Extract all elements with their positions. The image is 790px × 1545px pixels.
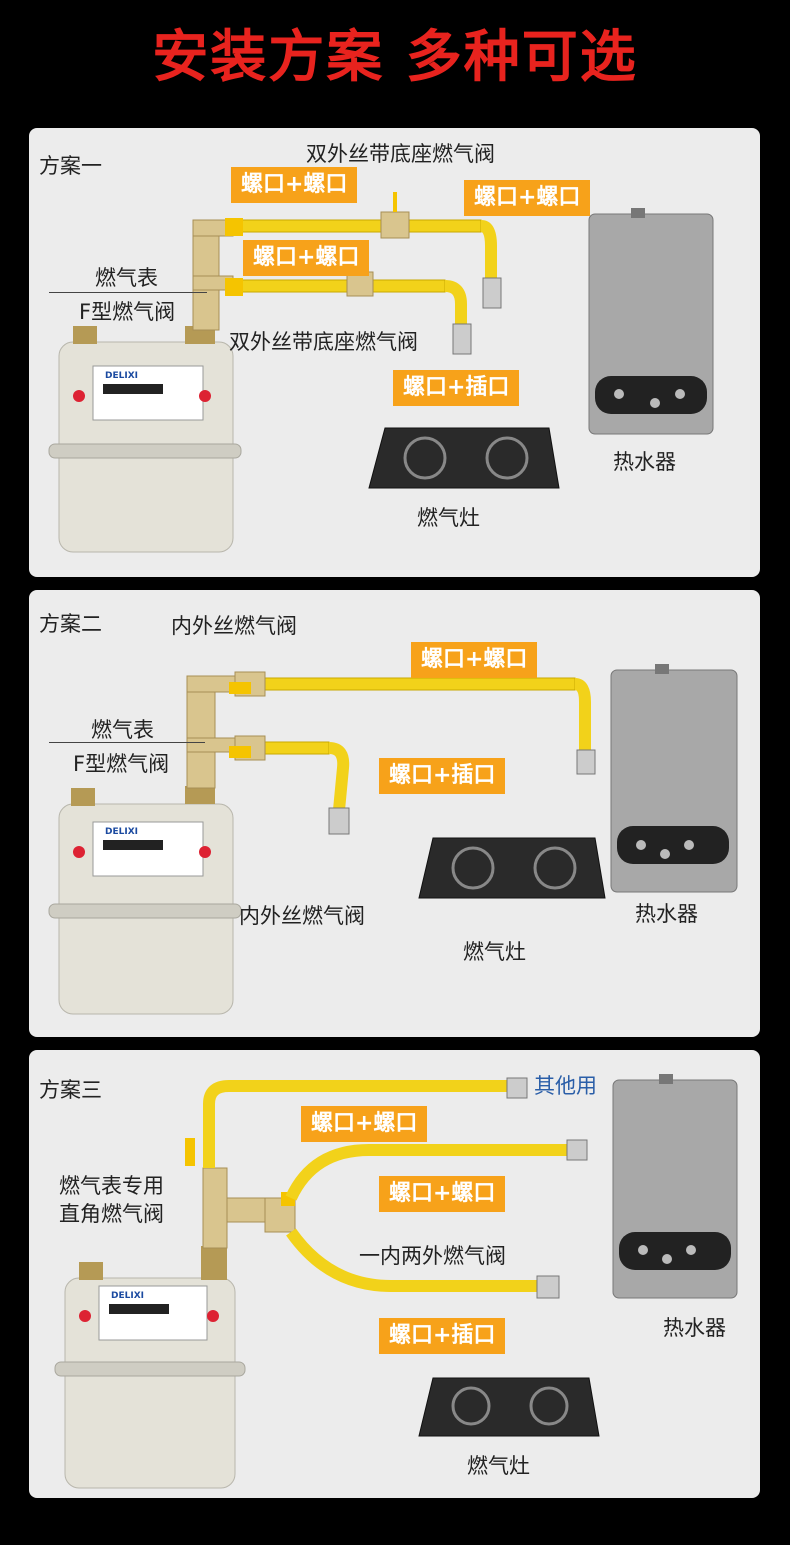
plan-three-stove-label: 燃气灶: [467, 1454, 530, 1478]
plan-one-tag-a: 螺口+螺口: [231, 167, 358, 203]
upper-pipe: [229, 671, 596, 775]
plan-one-heater-label: 热水器: [613, 450, 676, 474]
lower-pipe: [229, 735, 350, 835]
plan-three-other-use-label: 其他用: [534, 1074, 597, 1098]
f-type-valve: [192, 219, 234, 331]
gas-stove: [418, 1377, 600, 1437]
meter-brand: DELIXI: [105, 371, 138, 381]
plan-three-meter-valve-label-1: 燃气表专用: [59, 1174, 164, 1198]
plan-one-tag-c: 螺口+螺口: [243, 240, 370, 276]
plan-three-title: 方案三: [39, 1078, 102, 1102]
right-angle-valve: [185, 1138, 268, 1249]
gas-stove: [368, 427, 560, 489]
plan-one-illustration: DELIXI: [48, 192, 714, 553]
plan-two-illustration: DELIXI: [48, 664, 738, 1015]
plan-one-f-valve-label: F型燃气阀: [79, 300, 176, 324]
plan-one-tag-d: 螺口+插口: [393, 370, 520, 406]
other-use-pipe: [203, 1077, 528, 1168]
heater-pipe: [285, 1139, 588, 1201]
plan-three-valve-label: 一内两外燃气阀: [359, 1244, 506, 1268]
plan-one-tag-b: 螺口+螺口: [464, 180, 591, 216]
f-type-valve: [186, 675, 238, 789]
headline: 安装方案 多种可选: [152, 25, 638, 90]
meter-brand: DELIXI: [105, 827, 138, 837]
plan-three-heater-label: 热水器: [663, 1316, 726, 1340]
plan-three-illustration: DELIXI: [54, 1074, 738, 1489]
plan-three-meter-valve-label-2: 直角燃气阀: [59, 1202, 164, 1226]
plan-two-meter-leader: [49, 742, 205, 743]
plan-two-heater-label: 热水器: [635, 902, 698, 926]
plan-two-tag-a: 螺口+螺口: [411, 642, 538, 678]
plan-three-tag-c: 螺口+插口: [379, 1318, 506, 1354]
plan-two-bottom-valve-label: 内外丝燃气阀: [239, 904, 365, 928]
plan-one-panel: DELIXI: [29, 128, 760, 577]
water-heater: [612, 1074, 738, 1299]
plan-one-bottom-valve-label: 双外丝带底座燃气阀: [229, 330, 418, 354]
plan-two-meter-label: 燃气表: [91, 718, 154, 742]
plan-one-title: 方案一: [39, 154, 102, 178]
plan-one-stove-label: 燃气灶: [417, 506, 480, 530]
plan-one-meter-leader: [49, 292, 207, 293]
plan-two-f-valve-label: F型燃气阀: [73, 752, 170, 776]
stove-pipe: [286, 1228, 560, 1299]
lower-pipe: [225, 271, 472, 355]
gas-meter: DELIXI: [54, 1246, 246, 1489]
plan-two-tag-b: 螺口+插口: [379, 758, 506, 794]
meter-brand: DELIXI: [111, 1291, 144, 1301]
water-heater: [610, 664, 738, 893]
gas-meter: DELIXI: [48, 326, 242, 553]
gas-meter: DELIXI: [48, 786, 242, 1015]
plan-one-meter-label: 燃气表: [95, 266, 158, 290]
plan-three-tag-b: 螺口+螺口: [379, 1176, 506, 1212]
plan-two-stove-label: 燃气灶: [463, 940, 526, 964]
upper-pipe: [225, 192, 502, 309]
plan-three-tag-a: 螺口+螺口: [301, 1106, 428, 1142]
water-heater: [588, 208, 714, 435]
plan-two-panel: DELIXI: [29, 590, 760, 1037]
plan-three-panel: DELIXI: [29, 1050, 760, 1498]
three-way-valve: [264, 1192, 296, 1233]
plan-two-title: 方案二: [39, 612, 102, 636]
plan-two-top-valve-label: 内外丝燃气阀: [171, 614, 297, 638]
plan-one-top-valve-label: 双外丝带底座燃气阀: [306, 142, 495, 166]
gas-stove: [418, 837, 606, 899]
